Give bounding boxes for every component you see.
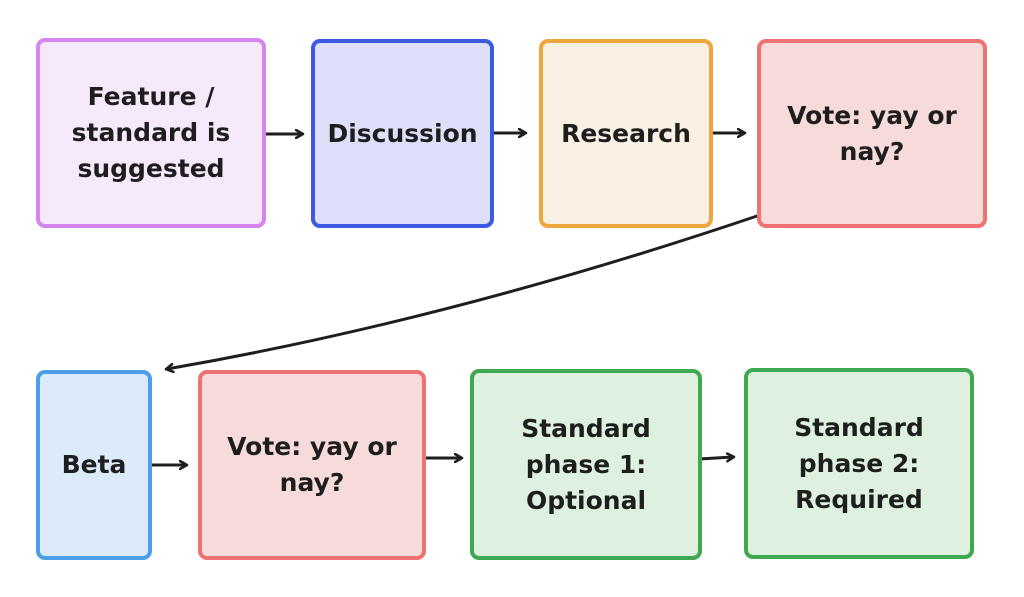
node-label: Research [561, 118, 691, 148]
node-beta[interactable]: Beta [36, 370, 152, 560]
node-feature-suggested[interactable]: Feature / standard is suggested [36, 38, 266, 228]
node-label: Standard phase 2: Required [794, 412, 924, 514]
node-standard-phase-2[interactable]: Standard phase 2: Required [744, 368, 974, 559]
arrow-standard-phase-1-to-standard-phase-2 [697, 457, 733, 459]
node-discussion[interactable]: Discussion [311, 39, 494, 228]
node-label: Standard phase 1: Optional [521, 413, 651, 515]
arrow-vote-to-beta [167, 213, 762, 369]
node-label: Vote: yay or nay? [227, 432, 397, 497]
node-vote-second[interactable]: Vote: yay or nay? [198, 370, 426, 560]
node-label: Beta [61, 450, 127, 479]
node-label: Discussion [327, 118, 478, 148]
node-label: Feature / standard is suggested [71, 82, 231, 183]
node-research[interactable]: Research [539, 39, 713, 228]
node-standard-phase-1[interactable]: Standard phase 1: Optional [470, 369, 702, 560]
node-vote-first[interactable]: Vote: yay or nay? [757, 39, 987, 228]
node-label: Vote: yay or nay? [787, 100, 957, 166]
